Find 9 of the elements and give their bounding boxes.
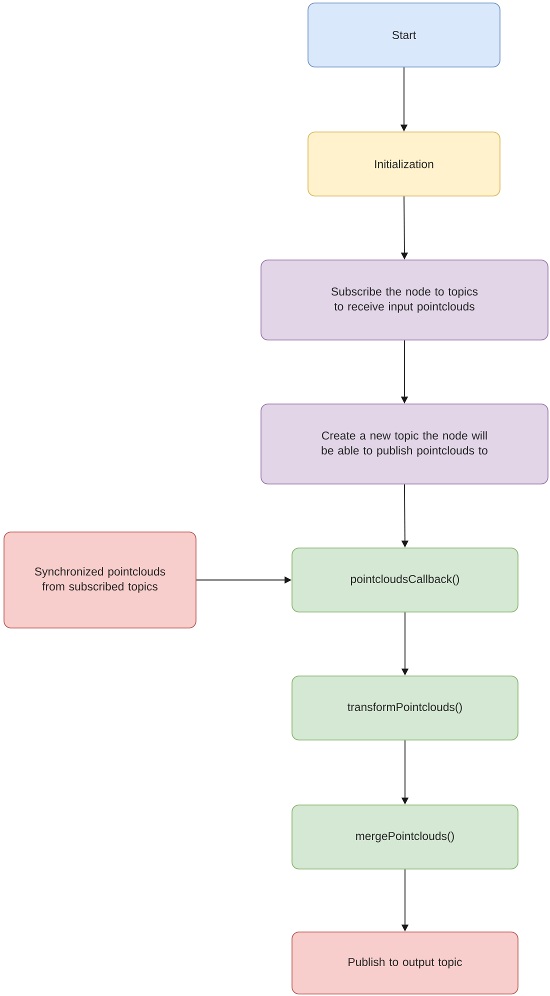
process-box: Synchronized pointclouds from subscribed topics: [4, 532, 196, 628]
process-box: mergePointclouds(): [292, 804, 518, 870]
process-box: pointcloudsCallback(): [292, 548, 518, 612]
process-box: Subscribe the node to topics to receive input pointclouds: [260, 260, 548, 340]
process-box: transformPointclouds(): [292, 676, 518, 740]
process-box: Publish to output topic: [292, 932, 518, 994]
process-box: Initialization: [308, 132, 500, 196]
process-box: Start: [308, 2, 500, 68]
process-box: Create a new topic the node will be able to publish pointclouds to: [260, 404, 548, 484]
